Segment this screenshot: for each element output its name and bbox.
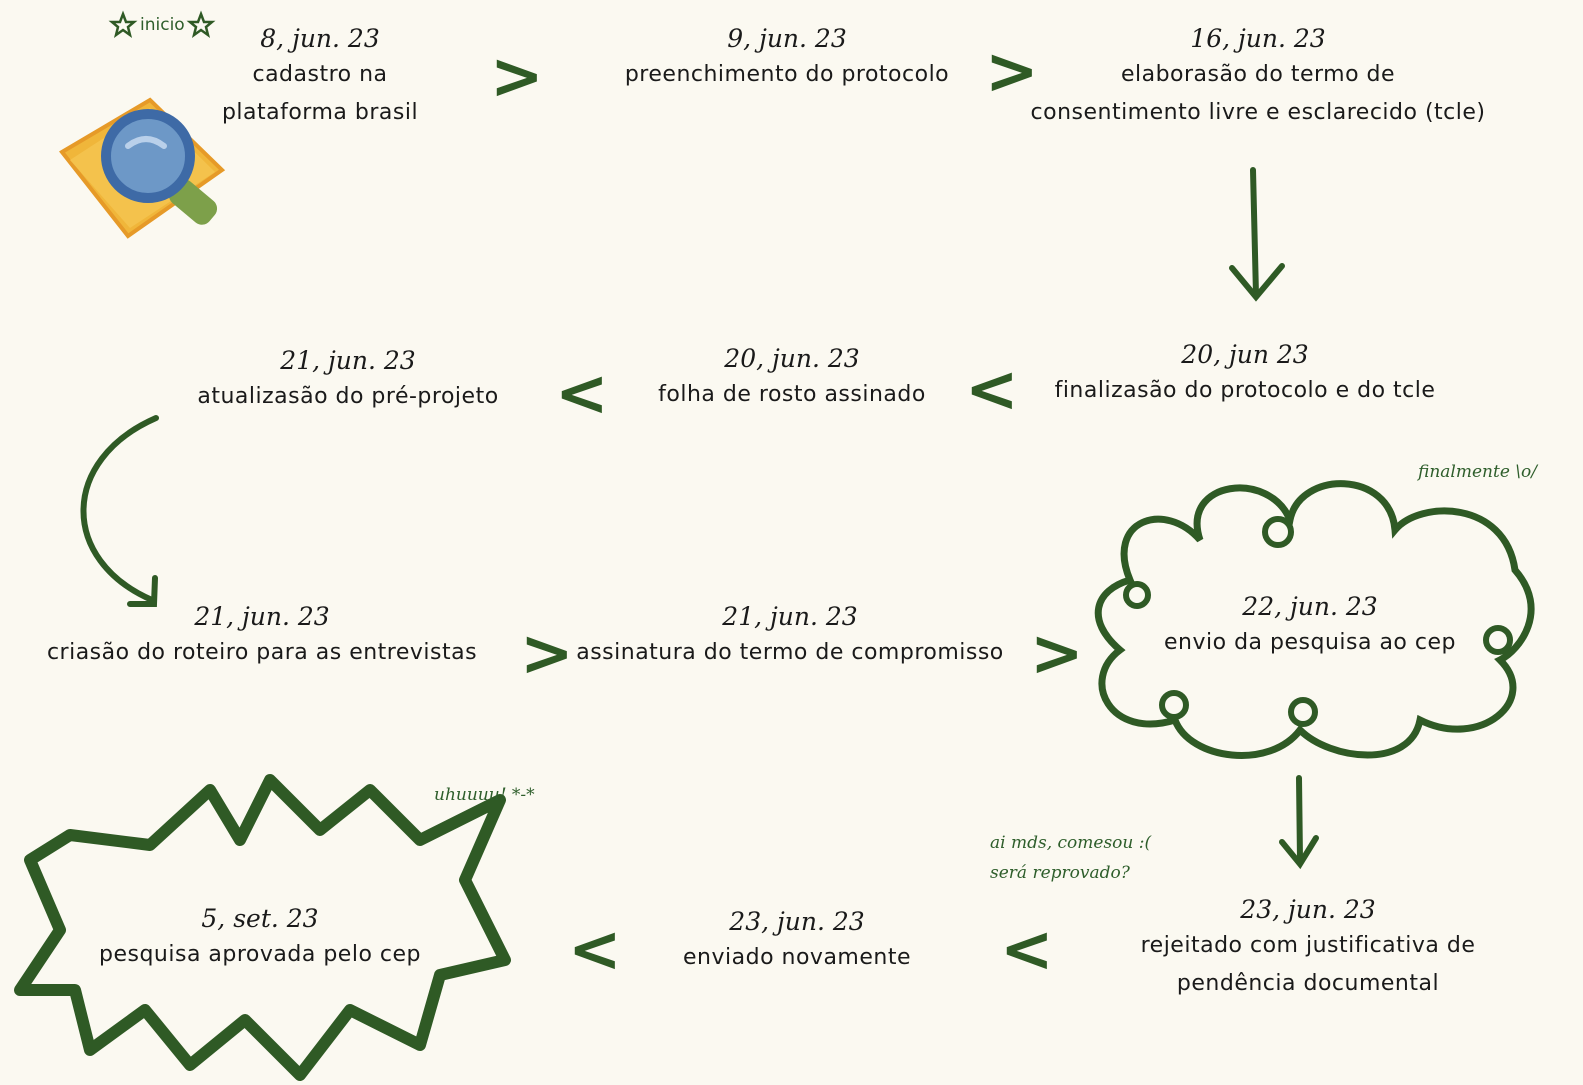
step-date: 23, jun. 23 <box>729 907 865 936</box>
step-text: envio da pesquisa ao cep <box>1164 630 1456 655</box>
step-8: 21, jun. 23 assinatura do termo de compr… <box>576 600 1004 672</box>
step-9: 22, jun. 23 envio da pesquisa ao cep <box>1164 590 1456 662</box>
starburst-shape <box>14 774 511 1081</box>
step-text: consentimento livre e esclarecido (tcle) <box>1030 100 1486 125</box>
step-date: 9, jun. 23 <box>727 24 847 53</box>
step-date: 8, jun. 23 <box>260 24 380 53</box>
step-date: 5, set. 23 <box>201 904 319 933</box>
step-text: plataforma brasil <box>221 100 419 125</box>
step-date: 20, jun. 23 <box>724 344 860 373</box>
step-text: criasão do roteiro para as entrevistas <box>46 640 478 665</box>
cloud-shape <box>1094 480 1535 759</box>
step-date: 21, jun. 23 <box>722 602 858 631</box>
step-date: 16, jun. 23 <box>1190 24 1326 53</box>
step-text: preenchimento do protocolo <box>624 62 950 87</box>
step-text: pesquisa aprovada pelo cep <box>99 942 421 967</box>
arrow-left-4: < <box>568 913 622 987</box>
arrow-right-2: > <box>985 35 1039 109</box>
step-2: 9, jun. 23 preenchimento do protocolo <box>625 22 949 94</box>
arrow-right-4: > <box>1030 617 1084 691</box>
step-4: 20, jun 23 finalizasão do protocolo e do… <box>1055 338 1436 410</box>
step-1: 8, jun. 23 cadastro na plataforma brasil <box>222 22 418 132</box>
step-5: 20, jun. 23 folha de rosto assinado <box>658 342 926 414</box>
step-6: 21, jun. 23 atualizasão do pré-projeto <box>197 344 498 416</box>
step-7: 21, jun. 23 criasão do roteiro para as e… <box>47 600 477 672</box>
arrow-left-1: < <box>965 353 1019 427</box>
step-11: 23, jun. 23 enviado novamente <box>683 905 911 977</box>
step-date: 21, jun. 23 <box>194 602 330 631</box>
note-worry-1: ai mds, comesou :( <box>990 833 1152 853</box>
step-text: pendência documental <box>1176 971 1440 996</box>
note-finally: finalmente \o/ <box>1418 462 1537 482</box>
star-icon <box>186 10 216 38</box>
step-10: 23, jun. 23 rejeitado com justificativa … <box>1141 893 1476 1003</box>
note-worry-2: será reprovado? <box>990 863 1130 883</box>
arrow-right-1: > <box>490 40 544 114</box>
step-text: cadastro na <box>252 62 388 87</box>
arrow-left-3: < <box>1000 913 1054 987</box>
step-3: 16, jun. 23 elaborasão do termo de conse… <box>1031 22 1486 132</box>
step-text: rejeitado com justificativa de <box>1140 933 1476 958</box>
step-date: 23, jun. 23 <box>1240 895 1376 924</box>
note-celebrate: uhuuuu! *-* <box>434 785 535 805</box>
arrow-right-3: > <box>520 617 574 691</box>
magnifier-book-icon <box>59 97 226 239</box>
step-text: enviado novamente <box>683 945 911 970</box>
arrow-down-1 <box>1229 167 1285 302</box>
step-date: 22, jun. 23 <box>1242 592 1378 621</box>
cloud-loops <box>1123 516 1513 727</box>
star-icon <box>108 10 138 38</box>
step-text: assinatura do termo de compromisso <box>576 640 1004 665</box>
step-text: elaborasão do termo de <box>1120 62 1396 87</box>
step-date: 20, jun 23 <box>1181 340 1309 369</box>
step-text: finalizasão do protocolo e do tcle <box>1054 378 1436 403</box>
start-label: inicio <box>140 15 185 35</box>
arrow-left-2: < <box>555 357 609 431</box>
step-date: 21, jun. 23 <box>280 346 416 375</box>
step-12: 5, set. 23 pesquisa aprovada pelo cep <box>99 902 421 974</box>
arrow-down-2 <box>1279 775 1319 870</box>
step-text: atualizasão do pré-projeto <box>197 384 499 409</box>
curved-arrow <box>80 415 159 607</box>
step-text: folha de rosto assinado <box>658 382 926 407</box>
